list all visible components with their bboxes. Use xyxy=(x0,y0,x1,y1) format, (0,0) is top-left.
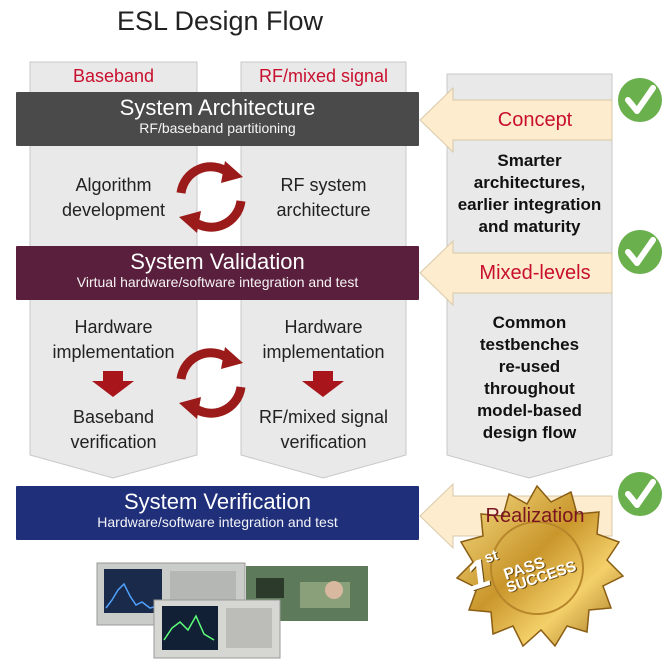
down-arrow-icon xyxy=(302,371,344,397)
band-subtitle: RF/baseband partitioning xyxy=(139,120,296,136)
realization-label: Realization xyxy=(485,505,585,527)
text-line: verification xyxy=(280,432,367,452)
band-subtitle: Virtual hardware/software integration an… xyxy=(76,274,359,290)
text-line: architectures, xyxy=(473,173,586,192)
down-arrow-icon xyxy=(92,371,134,397)
check-icon xyxy=(618,472,662,516)
mixed-levels-arrow xyxy=(419,239,613,307)
text-line: throughout xyxy=(484,379,575,398)
text-line: earlier integration xyxy=(457,195,602,214)
concept-arrow xyxy=(419,86,613,154)
right-panel-text-1: Smarter architectures, earlier integrati… xyxy=(447,150,612,238)
band-system-architecture: System Architecture RF/baseband partitio… xyxy=(16,92,419,146)
first-pass-success-badge xyxy=(455,484,625,648)
text-line: re-used xyxy=(498,357,561,376)
check-icon xyxy=(618,78,662,122)
text-line: verification xyxy=(70,432,157,452)
text-line: Hardware xyxy=(284,317,363,337)
left-impl-text: Hardware implementation xyxy=(30,315,197,365)
text-line: Baseband xyxy=(72,407,155,427)
band-title: System Verification xyxy=(123,489,312,514)
text-line: architecture xyxy=(276,200,371,220)
column-header-rf: RF/mixed signal xyxy=(258,66,389,86)
right-impl-text: Hardware implementation xyxy=(241,315,406,365)
right-panel-text-2: Common testbenches re-used throughout mo… xyxy=(447,312,612,444)
band-title: System Validation xyxy=(130,249,305,274)
text-line: development xyxy=(61,200,166,220)
cycle-icon xyxy=(176,161,246,233)
concept-label: Concept xyxy=(497,109,573,131)
text-line: implementation xyxy=(52,342,175,362)
column-header-baseband: Baseband xyxy=(72,66,155,86)
text-line: Smarter xyxy=(497,151,562,170)
band-subtitle: Hardware/software integration and test xyxy=(97,514,338,530)
text-line: Hardware xyxy=(74,317,153,337)
text-line: model-based xyxy=(477,401,582,420)
band-system-verification: System Verification Hardware/software in… xyxy=(16,486,419,540)
text-line: and maturity xyxy=(478,217,581,236)
text-line: Common xyxy=(492,313,567,332)
mixed-levels-label: Mixed-levels xyxy=(479,262,591,284)
cycle-icon xyxy=(176,347,246,419)
page-title: ESL Design Flow xyxy=(116,6,324,36)
left-top-text: Algorithm development xyxy=(30,173,197,223)
text-line: RF/mixed signal xyxy=(258,407,389,427)
text-line: implementation xyxy=(262,342,385,362)
text-line: Algorithm xyxy=(75,175,152,195)
right-top-text: RF system architecture xyxy=(241,173,406,223)
check-icon xyxy=(618,230,662,274)
text-line: design flow xyxy=(482,423,577,442)
band-title: System Architecture xyxy=(119,95,316,120)
left-verif-text: Baseband verification xyxy=(30,405,197,455)
text-line: testbenches xyxy=(479,335,580,354)
analyzer-photo xyxy=(153,599,281,659)
text-line: RF system xyxy=(280,175,367,195)
right-verif-text: RF/mixed signal verification xyxy=(241,405,406,455)
band-system-validation: System Validation Virtual hardware/softw… xyxy=(16,246,419,300)
